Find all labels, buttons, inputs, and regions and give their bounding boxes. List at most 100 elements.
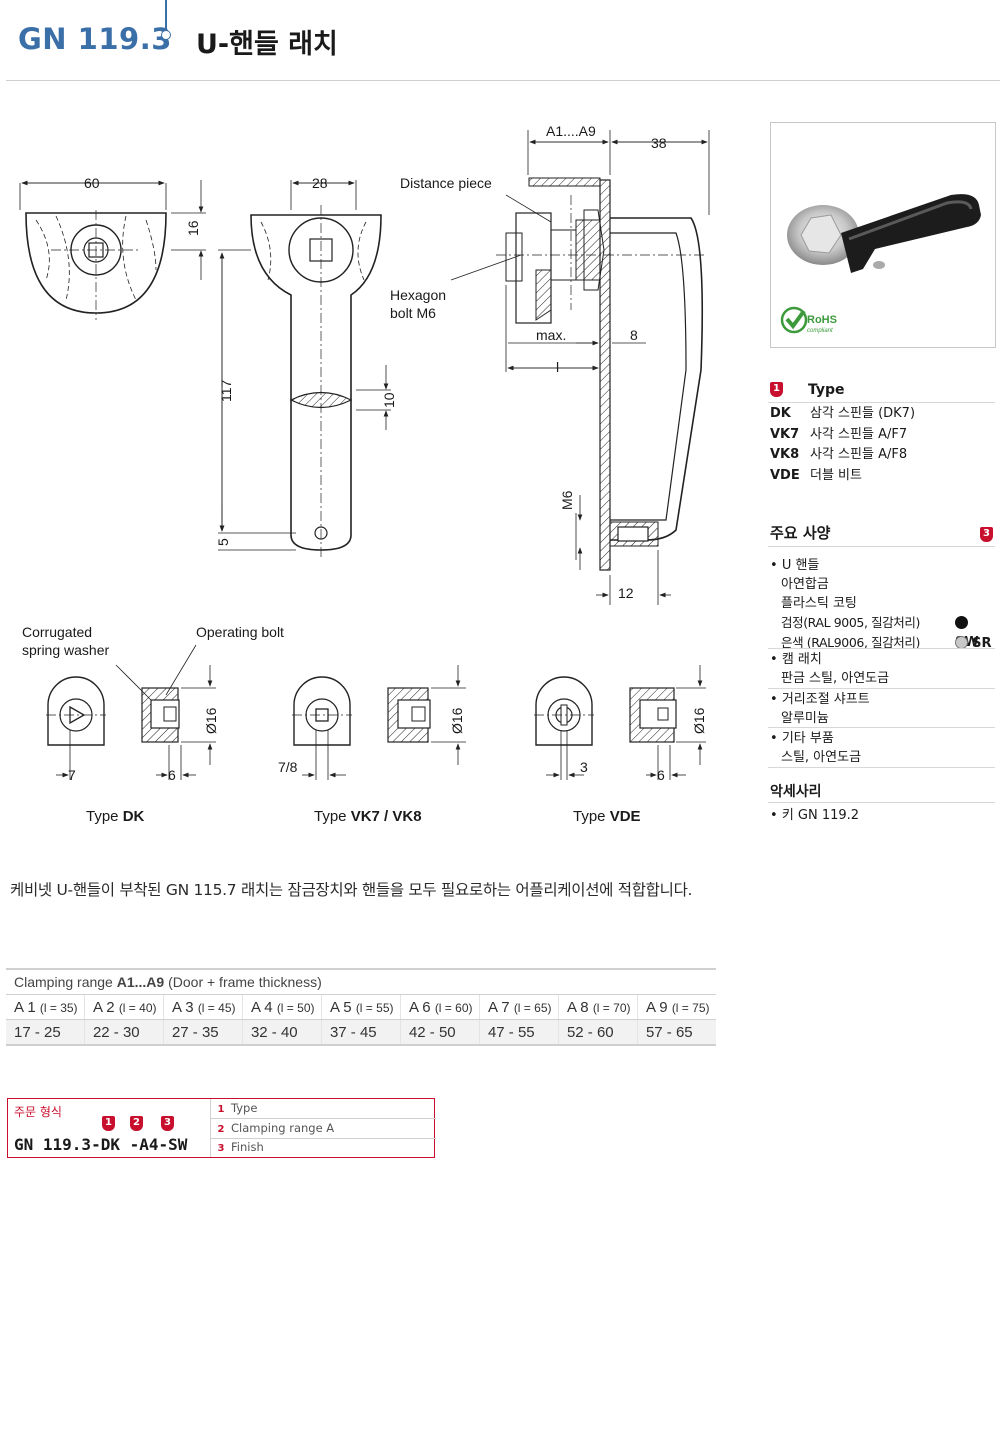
- svg-text:compliant: compliant: [807, 328, 833, 334]
- table-value-cell: 47 - 55: [479, 1019, 559, 1046]
- dim-117: 117: [218, 379, 234, 402]
- front-view-body: [25, 212, 167, 314]
- table-header-cell: A 5 (l = 55): [321, 994, 401, 1020]
- dim-5: 5: [215, 538, 231, 546]
- dim-6a: 6: [168, 767, 176, 783]
- header-divider-dot: [161, 30, 171, 40]
- order-badge-1: 1: [102, 1116, 115, 1131]
- type-label-vde: Type VDE: [573, 808, 641, 825]
- rohs-logo: RoHS compliant: [780, 306, 837, 334]
- clamping-table-caption: Clamping range A1...A9 (Door + frame thi…: [6, 968, 716, 995]
- label-corrugated-2: spring washer: [22, 642, 109, 658]
- table-value-cell: 37 - 45: [321, 1019, 401, 1046]
- dim-8: 8: [630, 327, 638, 343]
- u-handle-image: [787, 194, 981, 273]
- label-distance-piece: Distance piece: [400, 175, 492, 191]
- dim-a1-a9: A1....A9: [546, 123, 596, 139]
- product-code: GN 119.3: [18, 22, 172, 56]
- detail-dk-front: [47, 676, 105, 746]
- spec-group-cam: • 캠 래치 판금 스틸, 아연도금: [770, 652, 890, 686]
- dim-12: 12: [618, 585, 634, 601]
- product-photo: [770, 122, 996, 348]
- finish-sr: 은색 (RAL9006, 질감처리) SR: [781, 635, 992, 651]
- dim-28: 28: [312, 175, 328, 191]
- header-rule: [6, 80, 1000, 81]
- product-description: 케비넷 U-핸들이 부착된 GN 115.7 래치는 잠금장치와 핸들을 모두 …: [10, 881, 693, 899]
- spec-panel-rule: [768, 546, 995, 547]
- table-value-cell: 32 - 40: [242, 1019, 322, 1046]
- order-format-label: 주문 형식: [14, 1105, 62, 1119]
- spec-rule-1: [768, 648, 995, 649]
- type-panel-title: Type: [808, 382, 845, 398]
- label-hexagon-2: bolt M6: [390, 305, 436, 321]
- spec-rule-3: [768, 727, 995, 728]
- dim-l: l: [556, 359, 559, 375]
- order-badge-2: 2: [130, 1116, 143, 1131]
- table-value-cell: 17 - 25: [6, 1019, 85, 1046]
- dim-max: max.: [536, 327, 566, 343]
- black-dot-icon: [955, 616, 968, 629]
- table-header-cell: A 8 (l = 70): [558, 994, 638, 1020]
- type-label-dk: Type DK: [86, 808, 145, 825]
- table-value-cell: 22 - 30: [84, 1019, 164, 1046]
- dim-38: 38: [651, 135, 667, 151]
- table-header-cell: A 2 (l = 40): [84, 994, 164, 1020]
- clamping-range-table: Clamping range A1...A9 (Door + frame thi…: [6, 968, 716, 1046]
- type-badge: 1: [770, 382, 783, 397]
- spec-rule-4: [768, 767, 995, 768]
- accessories-rule: [768, 802, 995, 803]
- label-corrugated-1: Corrugated: [22, 624, 92, 640]
- finish-badge: 3: [980, 527, 993, 542]
- order-code: GN 119.3-DK -A4-SW: [14, 1135, 188, 1154]
- accessories-title: 악세사리: [770, 784, 822, 800]
- type-panel-rule: [768, 402, 995, 403]
- dim-7: 7: [68, 767, 76, 783]
- dim-3: 3: [580, 759, 588, 775]
- technical-drawing: 60 16 28 117 10 5 Distance piece Hexagon…: [19, 123, 710, 825]
- detail-vk-front: [293, 676, 351, 746]
- spec-group-handle: • U 핸들 아연합금 플라스틱 코팅 검정(RAL 9005, 질감처리) S…: [770, 556, 995, 653]
- order-badge-3: 3: [161, 1116, 174, 1131]
- table-header-cell: A 7 (l = 65): [479, 994, 559, 1020]
- table-header-cell: A 3 (l = 45): [163, 994, 243, 1020]
- svg-text:RoHS: RoHS: [807, 314, 837, 326]
- table-header-cell: A 1 (l = 35): [6, 994, 85, 1020]
- spec-rule-2: [768, 688, 995, 689]
- label-hexagon-1: Hexagon: [390, 287, 446, 303]
- dim-phi16-c: Ø16: [691, 707, 707, 734]
- detail-vde-front: [535, 676, 593, 746]
- finish-sw: 검정(RAL 9005, 질감처리) SW: [770, 613, 995, 650]
- header-divider-line: [165, 0, 167, 30]
- accessory-item: • 키 GN 119.2: [770, 808, 860, 823]
- dim-phi16-b: Ø16: [449, 707, 465, 734]
- dim-phi16-a: Ø16: [203, 707, 219, 734]
- table-value-cell: 52 - 60: [558, 1019, 638, 1046]
- label-operating-bolt: Operating bolt: [196, 624, 284, 640]
- page-title: U-핸들 래치: [196, 29, 338, 60]
- dim-6b: 6: [657, 767, 665, 783]
- dim-m6: M6: [559, 490, 575, 510]
- spec-group-shaft: • 거리조절 샤프트 알루미늄: [770, 692, 870, 726]
- table-value-cell: 27 - 35: [163, 1019, 243, 1046]
- dim-16: 16: [185, 220, 201, 236]
- table-value-cell: 57 - 65: [637, 1019, 716, 1046]
- table-header-cell: A 9 (l = 75): [637, 994, 716, 1020]
- spec-group-other: • 기타 부품 스틸, 아연도금: [770, 731, 862, 765]
- dim-7-8: 7/8: [278, 759, 298, 775]
- spec-panel-title: 주요 사양: [770, 524, 831, 542]
- table-header-cell: A 6 (l = 60): [400, 994, 480, 1020]
- table-value-cell: 42 - 50: [400, 1019, 480, 1046]
- dim-60: 60: [84, 175, 100, 191]
- table-header-cell: A 4 (l = 50): [242, 994, 322, 1020]
- dim-10: 10: [381, 392, 397, 408]
- type-label-vk: Type VK7 / VK8: [314, 808, 422, 825]
